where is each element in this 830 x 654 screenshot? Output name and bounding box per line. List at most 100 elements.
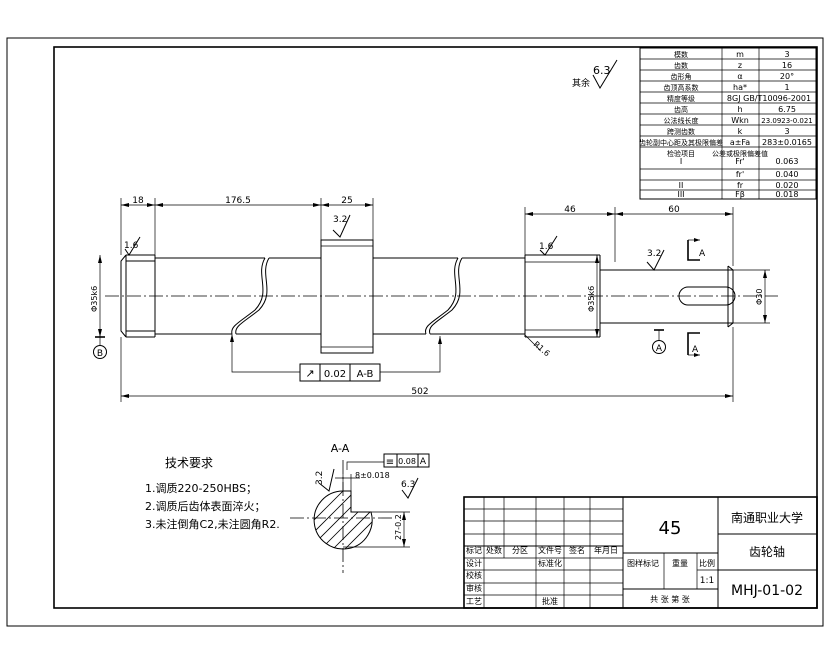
- section-roughness-2: 6.3: [401, 480, 415, 490]
- param-symbol-tooth-height: h: [737, 105, 742, 114]
- tol-group-1: I: [680, 157, 682, 166]
- tol-symbol-4: Fβ: [735, 190, 745, 199]
- param-name-module: 模数: [674, 50, 688, 59]
- roughness-right-journal: 1.6: [539, 242, 554, 252]
- tb-header-count: 处数: [486, 545, 502, 555]
- rest-roughness-symbol: [592, 59, 618, 90]
- tb-role-standard: 标准化: [538, 558, 562, 568]
- dim-18: 18: [132, 196, 144, 206]
- technical-requirements: 技术要求 1.调质220-250HBS； 2.调质后齿体表面淬火； 3.未注倒角…: [145, 456, 280, 531]
- tol-symbol-2: fr': [736, 170, 744, 179]
- tol-value-4: 0.018: [776, 190, 799, 199]
- tol-symbol-3: fr: [737, 181, 744, 190]
- param-value-module: 3: [784, 50, 789, 59]
- tb-header-signature: 签名: [569, 545, 585, 555]
- dim-502: 502: [411, 387, 428, 397]
- param-symbol-module: m: [736, 50, 744, 59]
- param-symbol-center-distance: a±Fa: [730, 138, 750, 147]
- section-view-aa: A-A 8±0.018 ≡: [290, 442, 430, 573]
- symmetry-symbol: ≡: [386, 457, 394, 468]
- param-name-inspection: 检验项目: [667, 149, 695, 158]
- break-line-left: [231, 257, 266, 335]
- tol-group-2: II: [679, 181, 684, 190]
- datum-b-label: B: [97, 349, 103, 359]
- param-value-tooth-height: 6.75: [778, 105, 796, 114]
- section-title: A-A: [331, 442, 350, 455]
- tb-school: 南通职业大学: [731, 510, 803, 525]
- runout-tolerance-frame: ↗ 0.02 A-B: [230, 334, 442, 382]
- tb-header-date: 年月日: [594, 545, 618, 555]
- roughness-symbols: 1.6 3.2 1.6 3.2: [124, 214, 665, 271]
- section-cut-marker: A A: [687, 238, 706, 357]
- tech-req-title: 技术要求: [165, 456, 213, 470]
- param-name-tolerance: 公差或极限偏差值: [712, 149, 768, 158]
- parameter-table: 模数 m 3 齿数 z 16 齿形角 α 20° 齿顶高系数 ha* 1 精度等…: [639, 47, 817, 200]
- param-value-pressure-angle: 20°: [780, 72, 794, 81]
- param-value-base-tangent: 23.0923-0.021: [761, 117, 813, 125]
- tb-header-doc: 文件号: [538, 545, 562, 555]
- tb-material: 45: [659, 518, 682, 539]
- param-name-accuracy: 精度等级: [667, 94, 695, 103]
- runout-value: 0.02: [324, 369, 346, 380]
- param-value-addendum-coef: 1: [784, 83, 789, 92]
- tol-group-3: III: [677, 190, 684, 199]
- param-symbol-base-tangent: Wkn: [731, 116, 749, 125]
- dim-end-diameter: Φ30: [755, 289, 764, 305]
- symmetry-value: 0.08: [398, 457, 416, 466]
- datum-a: A: [652, 329, 666, 354]
- roughness-gear: 3.2: [333, 215, 347, 225]
- tb-role-review: 审核: [466, 583, 482, 593]
- tol-value-3: 0.020: [776, 181, 799, 190]
- tol-symbol-1: Fr': [735, 157, 745, 166]
- roughness-left-journal: 1.6: [124, 241, 139, 251]
- param-name-addendum-coef: 齿顶高系数: [664, 83, 699, 92]
- gear-tooth-section: [320, 239, 374, 354]
- tb-header-mark: 标记: [466, 545, 482, 555]
- datum-a-label: A: [656, 344, 663, 354]
- tb-header-zone: 分区: [512, 546, 528, 555]
- param-value-accuracy: 8GJ GB/T10096-2001: [727, 94, 811, 103]
- rest-roughness-value: 6.3: [593, 64, 611, 77]
- param-value-teeth: 16: [782, 61, 792, 70]
- param-name-center-distance: 齿轮副中心距及其极限偏差: [639, 138, 723, 147]
- datum-b: B: [93, 336, 107, 359]
- keyway-depth-dim: 27-0.2: [394, 514, 403, 540]
- tb-role-process: 工艺: [466, 597, 482, 606]
- section-mark-top: A: [699, 249, 706, 259]
- rest-roughness: 其余 6.3: [572, 59, 618, 90]
- param-symbol-span-teeth: k: [738, 127, 743, 136]
- section-mark-bottom: A: [692, 345, 699, 355]
- title-block: 标记 处数 分区 文件号 签名 年月日 设计 标准化 校核 审核 工艺 批准 4…: [463, 496, 818, 609]
- param-symbol-teeth: z: [738, 61, 742, 70]
- dimension-overall: 502: [120, 327, 734, 402]
- tb-stage-label: 图样标记: [627, 558, 659, 568]
- runout-symbol: ↗: [305, 367, 314, 380]
- tb-part-name: 齿轮轴: [749, 544, 785, 559]
- shaft-main-view: [105, 239, 778, 354]
- dim-25: 25: [341, 196, 352, 206]
- param-value-span-teeth: 3: [784, 127, 789, 136]
- dim-right-diameter: Φ35k6: [587, 286, 596, 312]
- dim-fillet: R1.6: [532, 340, 552, 359]
- keyway-slot: [678, 286, 736, 306]
- param-symbol-pressure-angle: α: [737, 72, 742, 81]
- break-line-right: [424, 257, 459, 335]
- dim-left-diameter: Φ35k6: [90, 286, 99, 312]
- tb-weight-label: 重量: [672, 558, 688, 568]
- outer-frame: [6, 37, 824, 627]
- param-name-teeth: 齿数: [674, 61, 688, 70]
- tb-scale: 1:1: [700, 576, 714, 586]
- tb-role-approve: 批准: [542, 596, 558, 606]
- inner-frame: [53, 46, 818, 609]
- tech-req-item-3: 3.未注倒角C2,未注圆角R2.: [145, 517, 280, 531]
- param-name-span-teeth: 跨测齿数: [667, 127, 695, 136]
- tb-drawing-number: MHJ-01-02: [731, 583, 803, 599]
- dim-46: 46: [564, 205, 576, 215]
- param-value-center-distance: 283±0.0165: [762, 138, 812, 147]
- dim-60: 60: [668, 205, 680, 215]
- section-roughness-1: 3.2: [315, 471, 325, 485]
- tol-value-1: 0.063: [776, 157, 799, 166]
- param-name-tooth-height: 齿高: [674, 105, 688, 114]
- tb-role-design: 设计: [466, 558, 482, 568]
